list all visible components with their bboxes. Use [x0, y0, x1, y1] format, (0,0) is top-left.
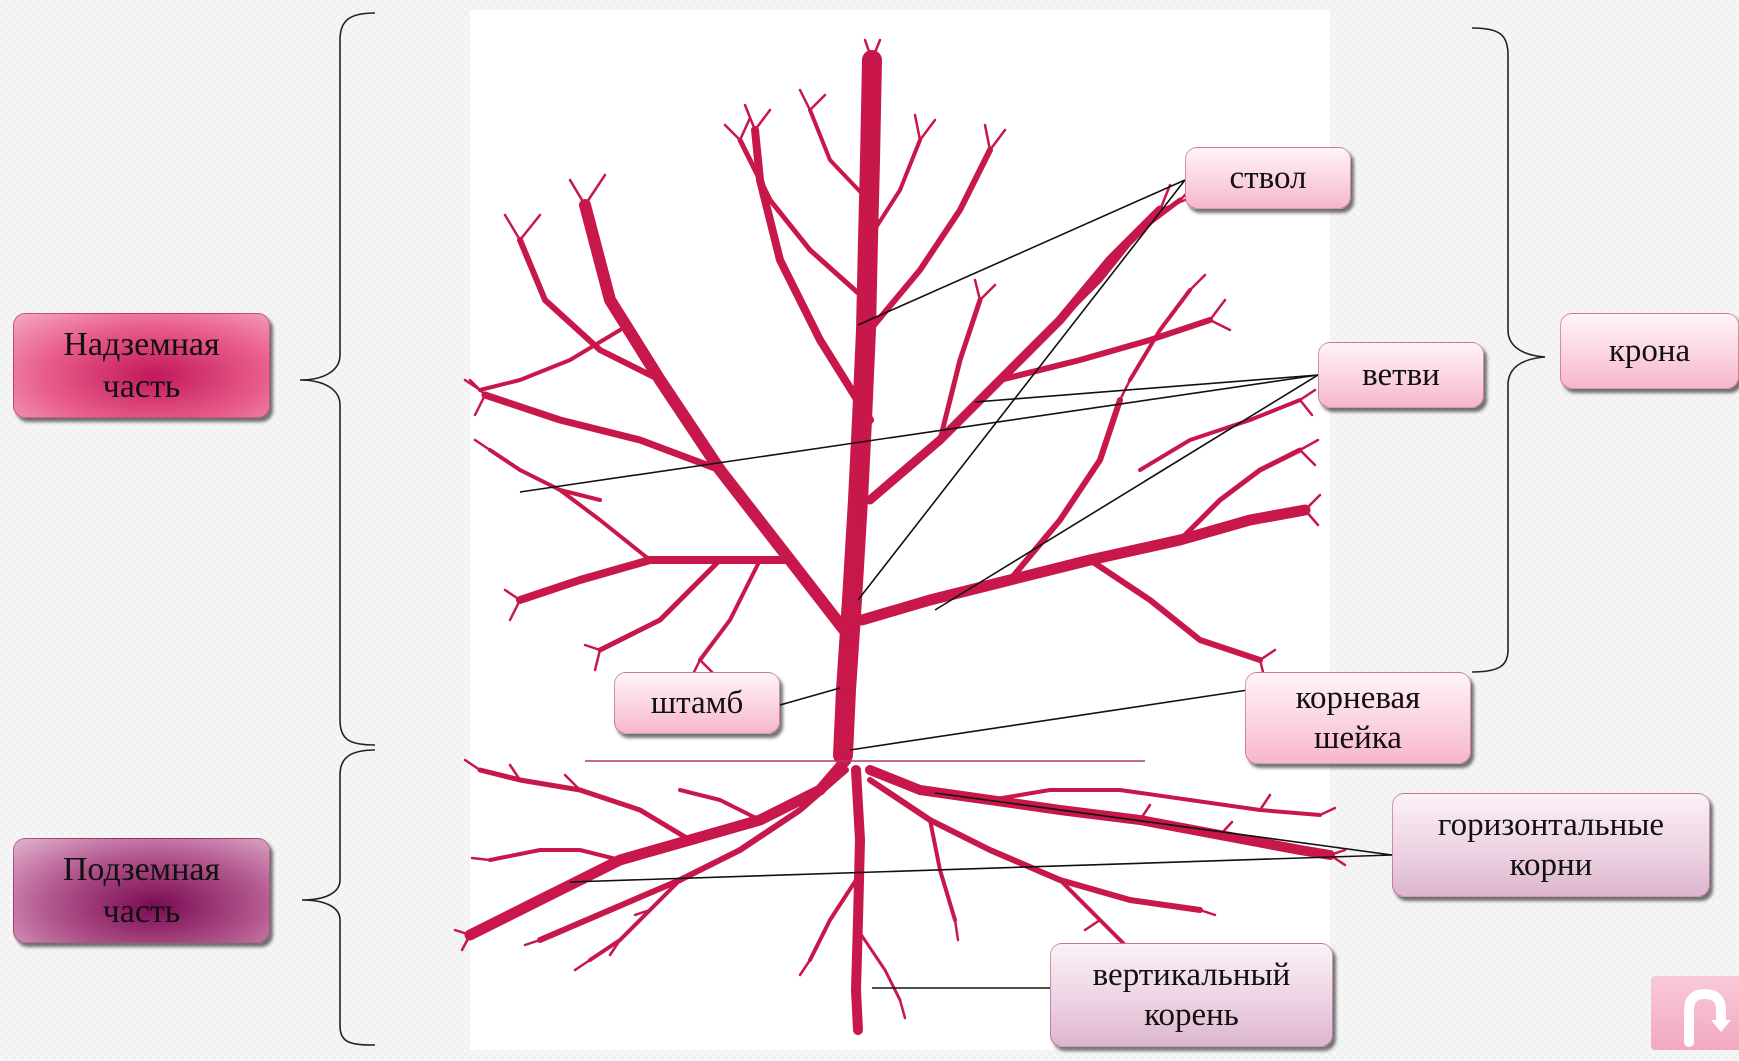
- below-ground-brace: [302, 750, 375, 1045]
- label-vertical-root: вертикальный корень: [1050, 943, 1333, 1047]
- u-turn-arrow-icon: [1651, 976, 1739, 1050]
- label-horizontal-roots: горизонтальные корни: [1392, 793, 1710, 897]
- label-root-collar: корневая шейка: [1245, 672, 1471, 764]
- label-branches: ветви: [1318, 342, 1484, 408]
- label-below-ground: Подземная часть: [13, 838, 270, 943]
- label-stem-base: штамб: [614, 672, 780, 734]
- above-ground-brace: [300, 13, 375, 745]
- label-trunk: ствол: [1185, 147, 1351, 209]
- back-nav-button[interactable]: [1651, 976, 1739, 1050]
- label-above-ground: Надземная часть: [13, 313, 270, 418]
- label-crown: крона: [1560, 313, 1739, 389]
